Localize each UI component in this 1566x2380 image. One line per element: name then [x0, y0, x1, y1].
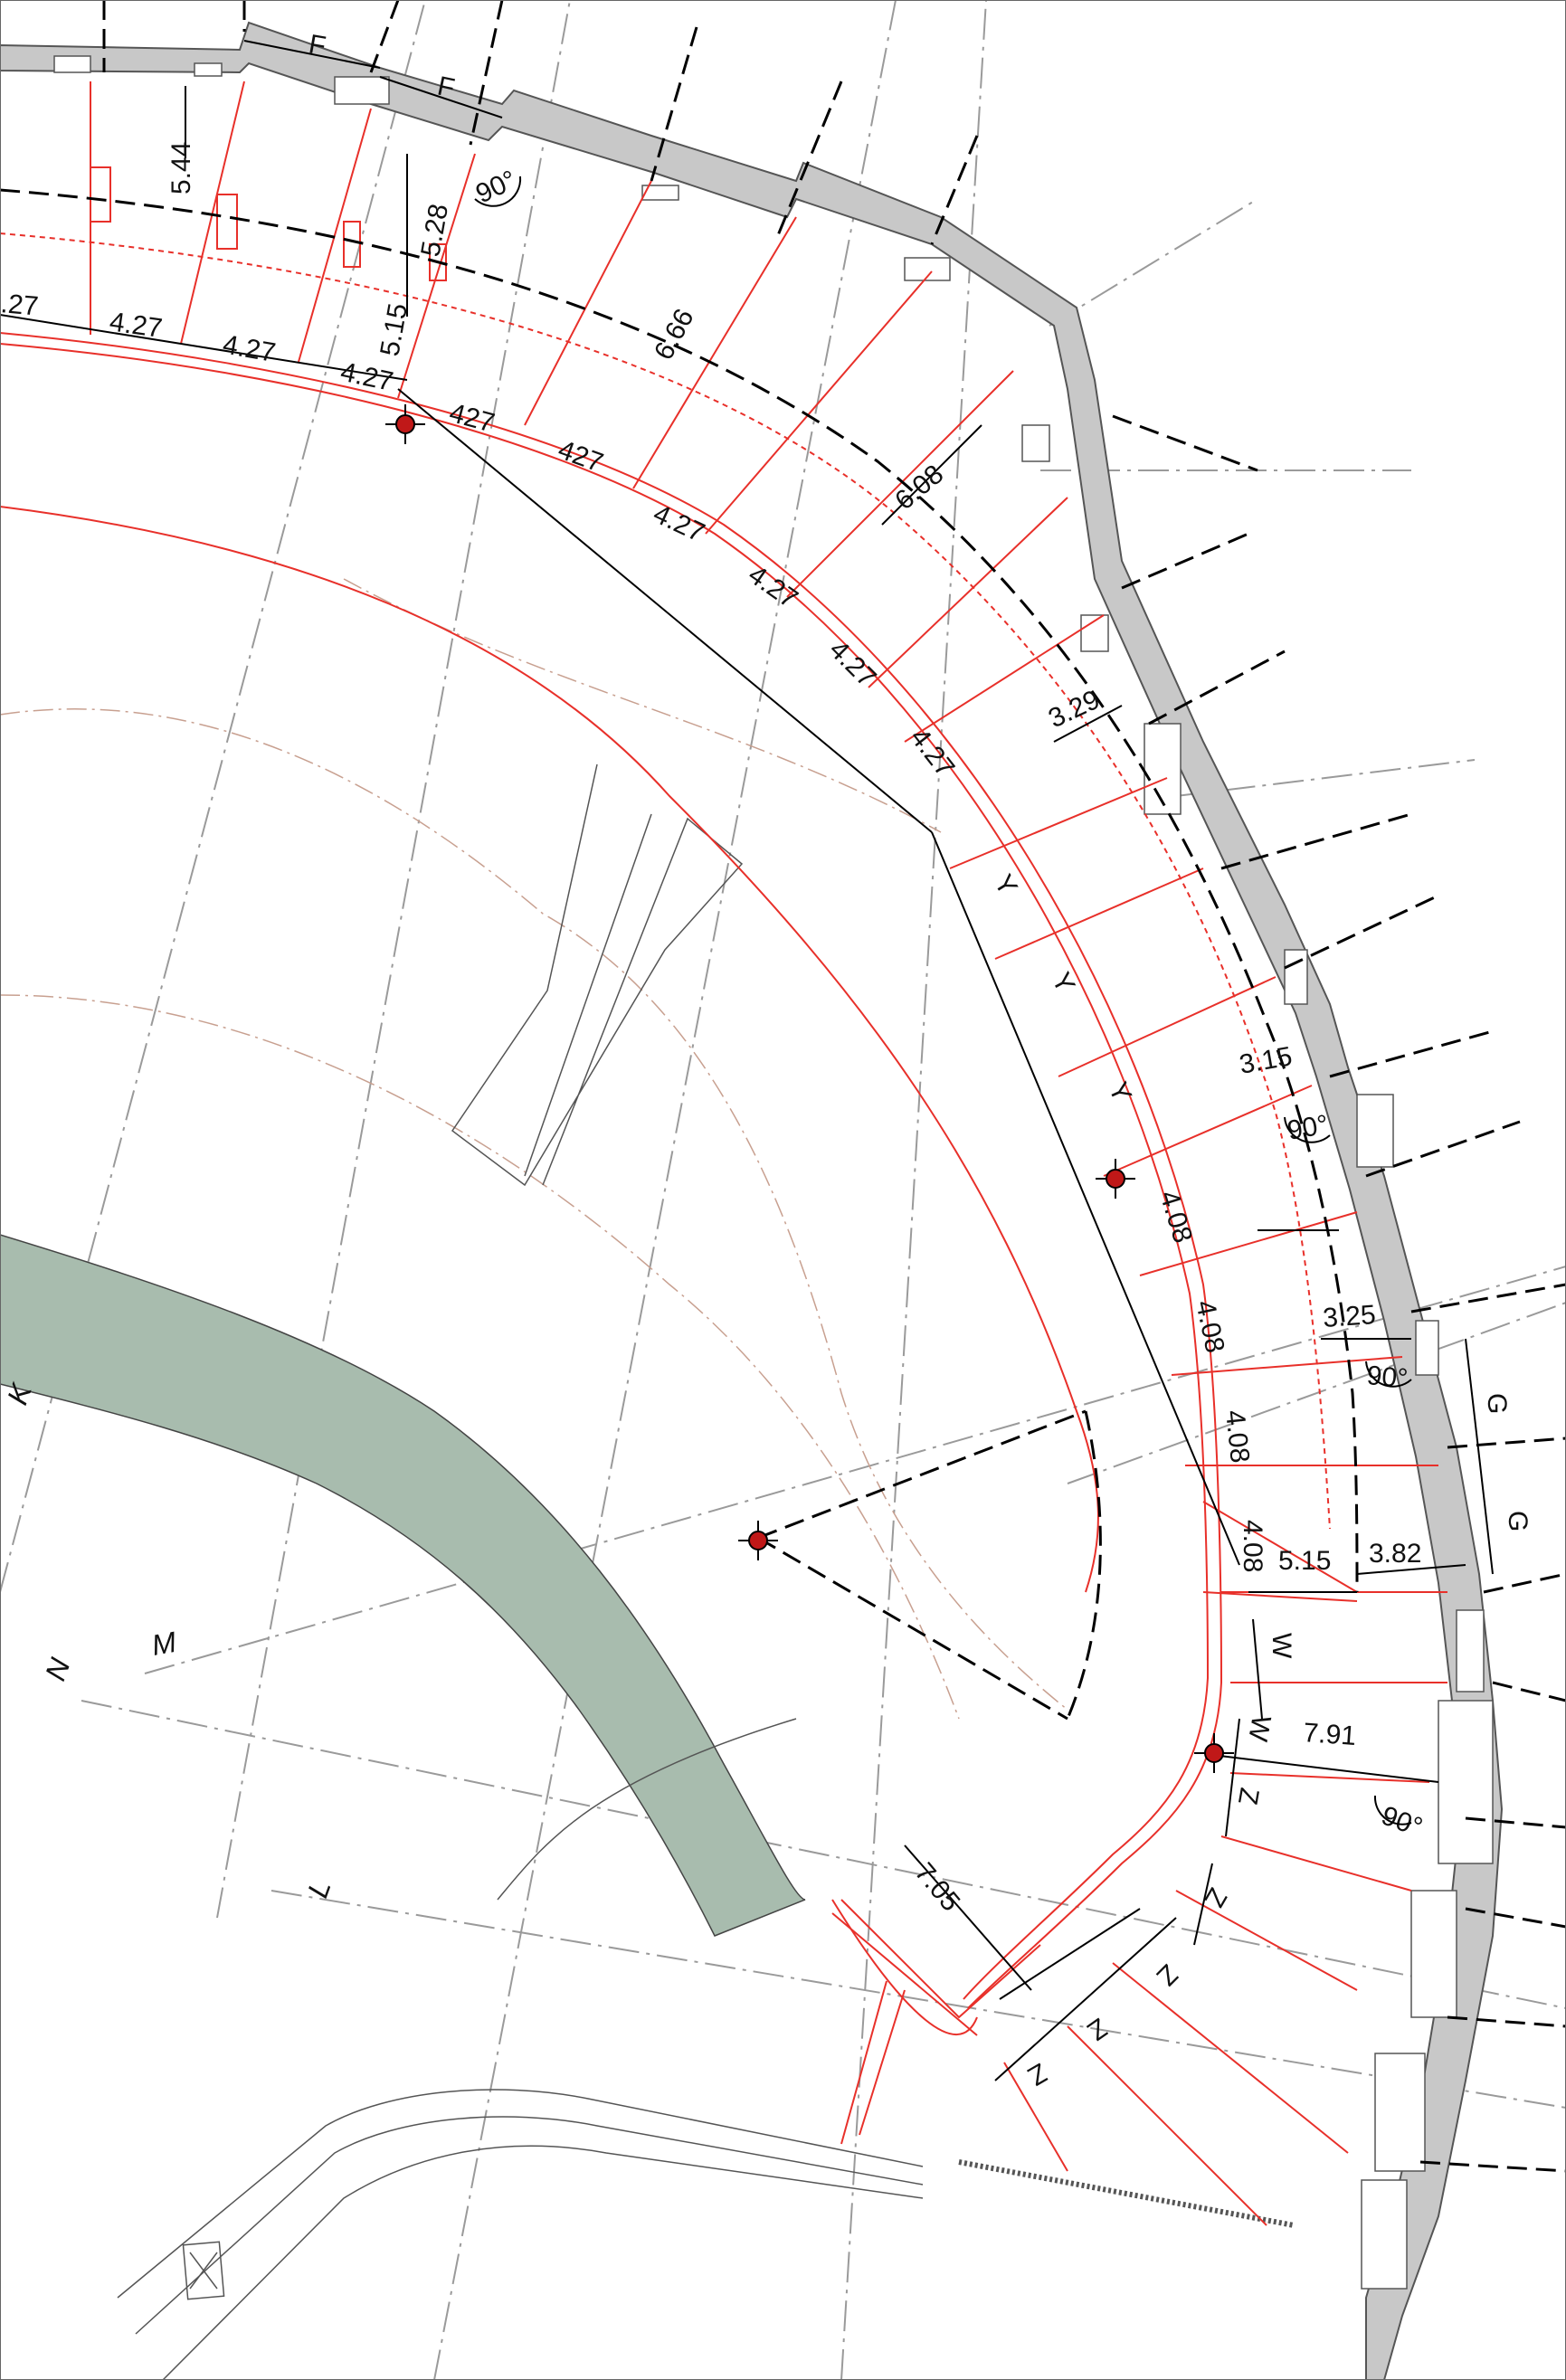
- angle-90-2: 90°: [1285, 1110, 1330, 1146]
- dim-3-25: 3.25: [1322, 1300, 1377, 1333]
- dim-3-15: 3.15: [1237, 1041, 1294, 1080]
- dim-g-1: G: [1482, 1393, 1512, 1414]
- dimension-lines: [0, 40, 1494, 2081]
- dim-top-row-3: 4.27: [221, 329, 278, 368]
- centre-marker-4: [1194, 1733, 1234, 1773]
- dim-z-3: Z: [1151, 1958, 1183, 1991]
- dim-z-4: Z: [1082, 2012, 1113, 2046]
- dim-arc-4-08-3: 4.08: [1220, 1408, 1255, 1465]
- building-wall: [0, 21, 1504, 2380]
- centre-marker-3: [738, 1521, 778, 1560]
- centre-marker-1: [385, 404, 425, 444]
- grass-area: [0, 1234, 806, 1937]
- dim-vertical-5-44: 5.44: [166, 142, 196, 194]
- dim-z-5: Z: [1023, 2057, 1052, 2091]
- dim-6-66: 6.66: [649, 304, 700, 365]
- dim-5-15: 5.15: [1278, 1546, 1331, 1576]
- wedge-shape: [451, 763, 744, 1187]
- dim-arc-427-2: 427: [555, 435, 607, 479]
- dim-z-2: Z: [1199, 1883, 1233, 1912]
- dim-3-82: 3.82: [1369, 1539, 1421, 1569]
- dim-arc-4-27-2: 4.27: [743, 560, 803, 615]
- dim-arc-427-1: 427: [446, 398, 498, 439]
- dim-vertical-5-15: 5.15: [375, 301, 413, 358]
- dim-g-2: G: [1503, 1511, 1533, 1531]
- dim-top-row-2: 4.27: [108, 307, 164, 344]
- dim-bay-f-1: F: [307, 29, 328, 62]
- dim-arc-4-08-1: 4.08: [1153, 1187, 1198, 1246]
- dim-arc-4-08-4: 4.08: [1238, 1520, 1267, 1572]
- dimension-labels: .27 4.27 4.27 4.27 5.44 5.28 5.15 F F 6.…: [0, 29, 1533, 2091]
- dim-vertical-5-28: 5.28: [415, 202, 454, 259]
- stairs-and-path: [117, 1718, 1295, 2380]
- setout-lines: [0, 81, 1447, 2226]
- angle-90-4: 90°: [1378, 1801, 1427, 1844]
- dim-w-1: W: [1267, 1633, 1296, 1659]
- angle-arcs: [474, 175, 1412, 1825]
- dim-7-91: 7.91: [1303, 1718, 1358, 1751]
- dim-top-row-4: 4.27: [338, 357, 396, 397]
- dim-3-29: 3.29: [1044, 685, 1105, 735]
- grid-label-m: M: [149, 1626, 179, 1662]
- grid-label-n: N: [39, 1654, 77, 1685]
- grid-label-l: L: [301, 1875, 337, 1901]
- dim-top-row-1: .27: [0, 289, 40, 322]
- dim-z-1: Z: [1232, 1786, 1265, 1807]
- dim-arc-4-27-4: 4.27: [904, 723, 960, 782]
- centre-markers: [385, 404, 1234, 1773]
- dim-arc-4-27-1: 4.27: [649, 498, 709, 548]
- construction-lines: [0, 0, 1566, 2173]
- dim-arc-y-2: Y: [1046, 968, 1081, 998]
- wall-openings: [53, 55, 1494, 2290]
- dim-w-2: W: [1242, 1713, 1277, 1744]
- centre-marker-2: [1096, 1159, 1135, 1199]
- dim-7-05: 7.05: [909, 1857, 966, 1917]
- dim-arc-y-1: Y: [988, 869, 1023, 900]
